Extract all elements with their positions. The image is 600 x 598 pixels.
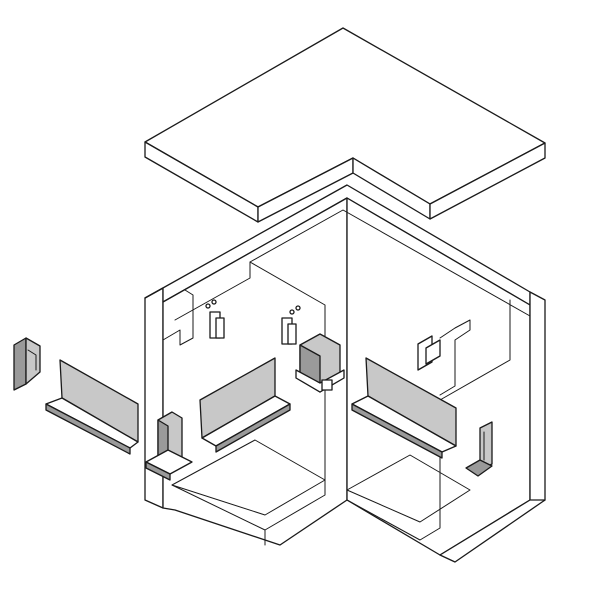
cabinet-right-side-panel	[529, 291, 546, 509]
corner-joint-tab	[321, 379, 333, 391]
cabinet-right-bay-opening	[346, 299, 511, 541]
wall-bracket-right	[417, 335, 441, 371]
bracket-left-clip	[215, 317, 225, 339]
cabinet-left-notch	[162, 289, 194, 346]
wall-bracket-center	[281, 305, 301, 345]
end-cap-right	[465, 421, 493, 477]
cabinet-right-notch	[439, 319, 471, 396]
cabinet-left-bay-opening	[171, 261, 326, 531]
cabinet-right-edge-bottom	[439, 499, 546, 563]
end-cap-right-foot	[465, 459, 493, 477]
plinth-panel-right	[351, 357, 457, 459]
bracket-center-clip	[287, 323, 297, 345]
inside-corner-joint	[295, 333, 345, 393]
end-cap-left	[13, 337, 41, 391]
screw-hole-4	[295, 305, 301, 311]
plinth-left-lip-edge	[45, 403, 131, 455]
end-cap-left-side	[25, 337, 41, 385]
screw-hole-2	[211, 299, 217, 305]
cabinet-left-floor	[171, 439, 326, 516]
end-cap-right-face	[479, 421, 493, 471]
screw-hole-3	[289, 309, 295, 315]
screw-hole-1	[205, 303, 211, 309]
plinth-panel-left-detached	[45, 359, 139, 455]
end-cap-left-face	[13, 337, 27, 391]
corner-joint-foot	[295, 369, 345, 393]
plinth-right-lip-edge	[351, 403, 443, 459]
wall-bracket-left	[205, 299, 225, 339]
corner-post-base-edge	[145, 461, 171, 481]
bracket-right-clip	[425, 339, 441, 365]
corner-cabinet	[144, 184, 546, 563]
end-cap-left-groove	[27, 349, 37, 371]
countertop	[144, 27, 546, 223]
cabinet-right-floor	[346, 454, 471, 523]
plinth-center-left-lip-edge	[215, 403, 291, 453]
plinth-panel-center-left	[199, 357, 291, 453]
countertop-edge-right	[429, 142, 546, 220]
outside-corner-post	[145, 411, 193, 481]
